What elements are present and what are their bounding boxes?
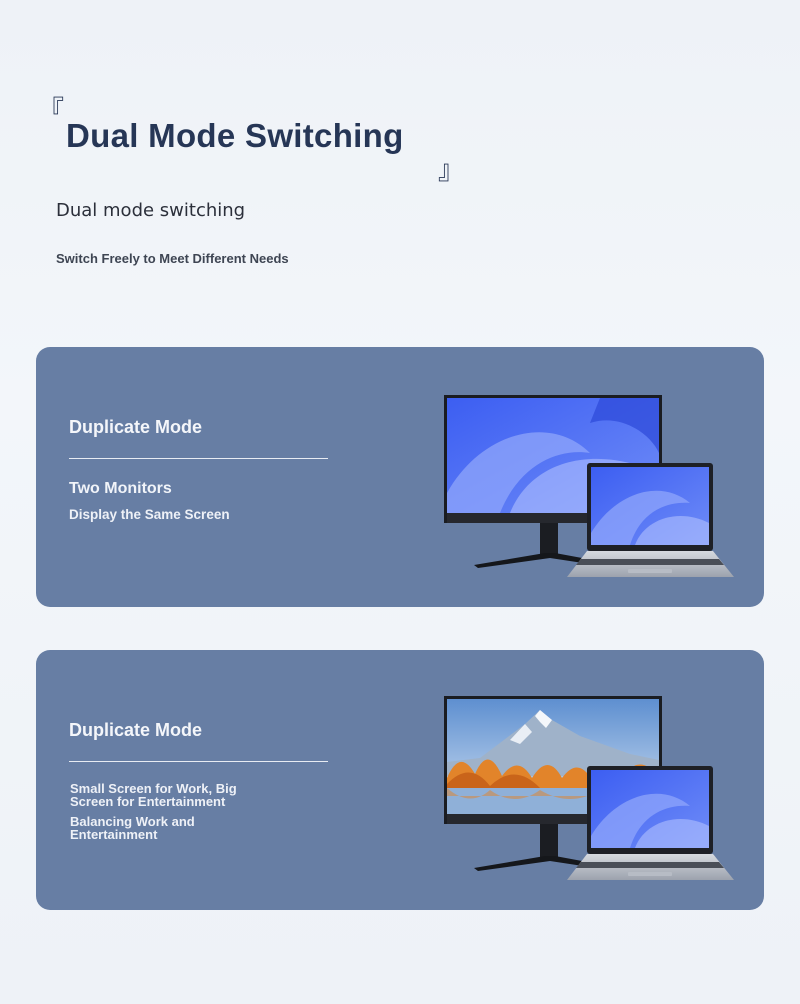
card-line-secondary: Display the Same Screen — [69, 507, 230, 522]
mode-card-duplicate: Duplicate Mode Two Monitors Display the … — [36, 347, 764, 607]
card-title: Duplicate Mode — [69, 720, 203, 740]
monitor-landscape-laptop-illustration — [444, 696, 734, 880]
card-title: Duplicate Mode — [69, 417, 203, 437]
card-divider — [69, 458, 328, 459]
close-bracket-glyph: 』 — [438, 156, 465, 186]
page-subtitle: Dual mode switching — [56, 200, 246, 221]
mode-card-extend: Duplicate Mode Small Screen for Work, Bi… — [36, 650, 764, 910]
page-title: Dual Mode Switching — [66, 117, 404, 154]
card-line-part: Entertainment — [70, 827, 158, 842]
card-line-part: Small Screen for Work, Big — [70, 781, 237, 796]
open-bracket-glyph: 『 — [38, 96, 65, 126]
card-line-part: Screen for Entertainment — [70, 794, 226, 809]
monitor-laptop-illustration — [444, 395, 734, 577]
card-line-primary: Two Monitors — [69, 480, 172, 497]
card-divider — [69, 761, 328, 762]
card-line-secondary: Balancing Work and Entertainment — [70, 815, 300, 841]
card-line-primary: Small Screen for Work, Big Screen for En… — [70, 782, 300, 808]
card-line-part: Balancing Work and — [70, 814, 195, 829]
page-tagline: Switch Freely to Meet Different Needs — [56, 251, 289, 266]
